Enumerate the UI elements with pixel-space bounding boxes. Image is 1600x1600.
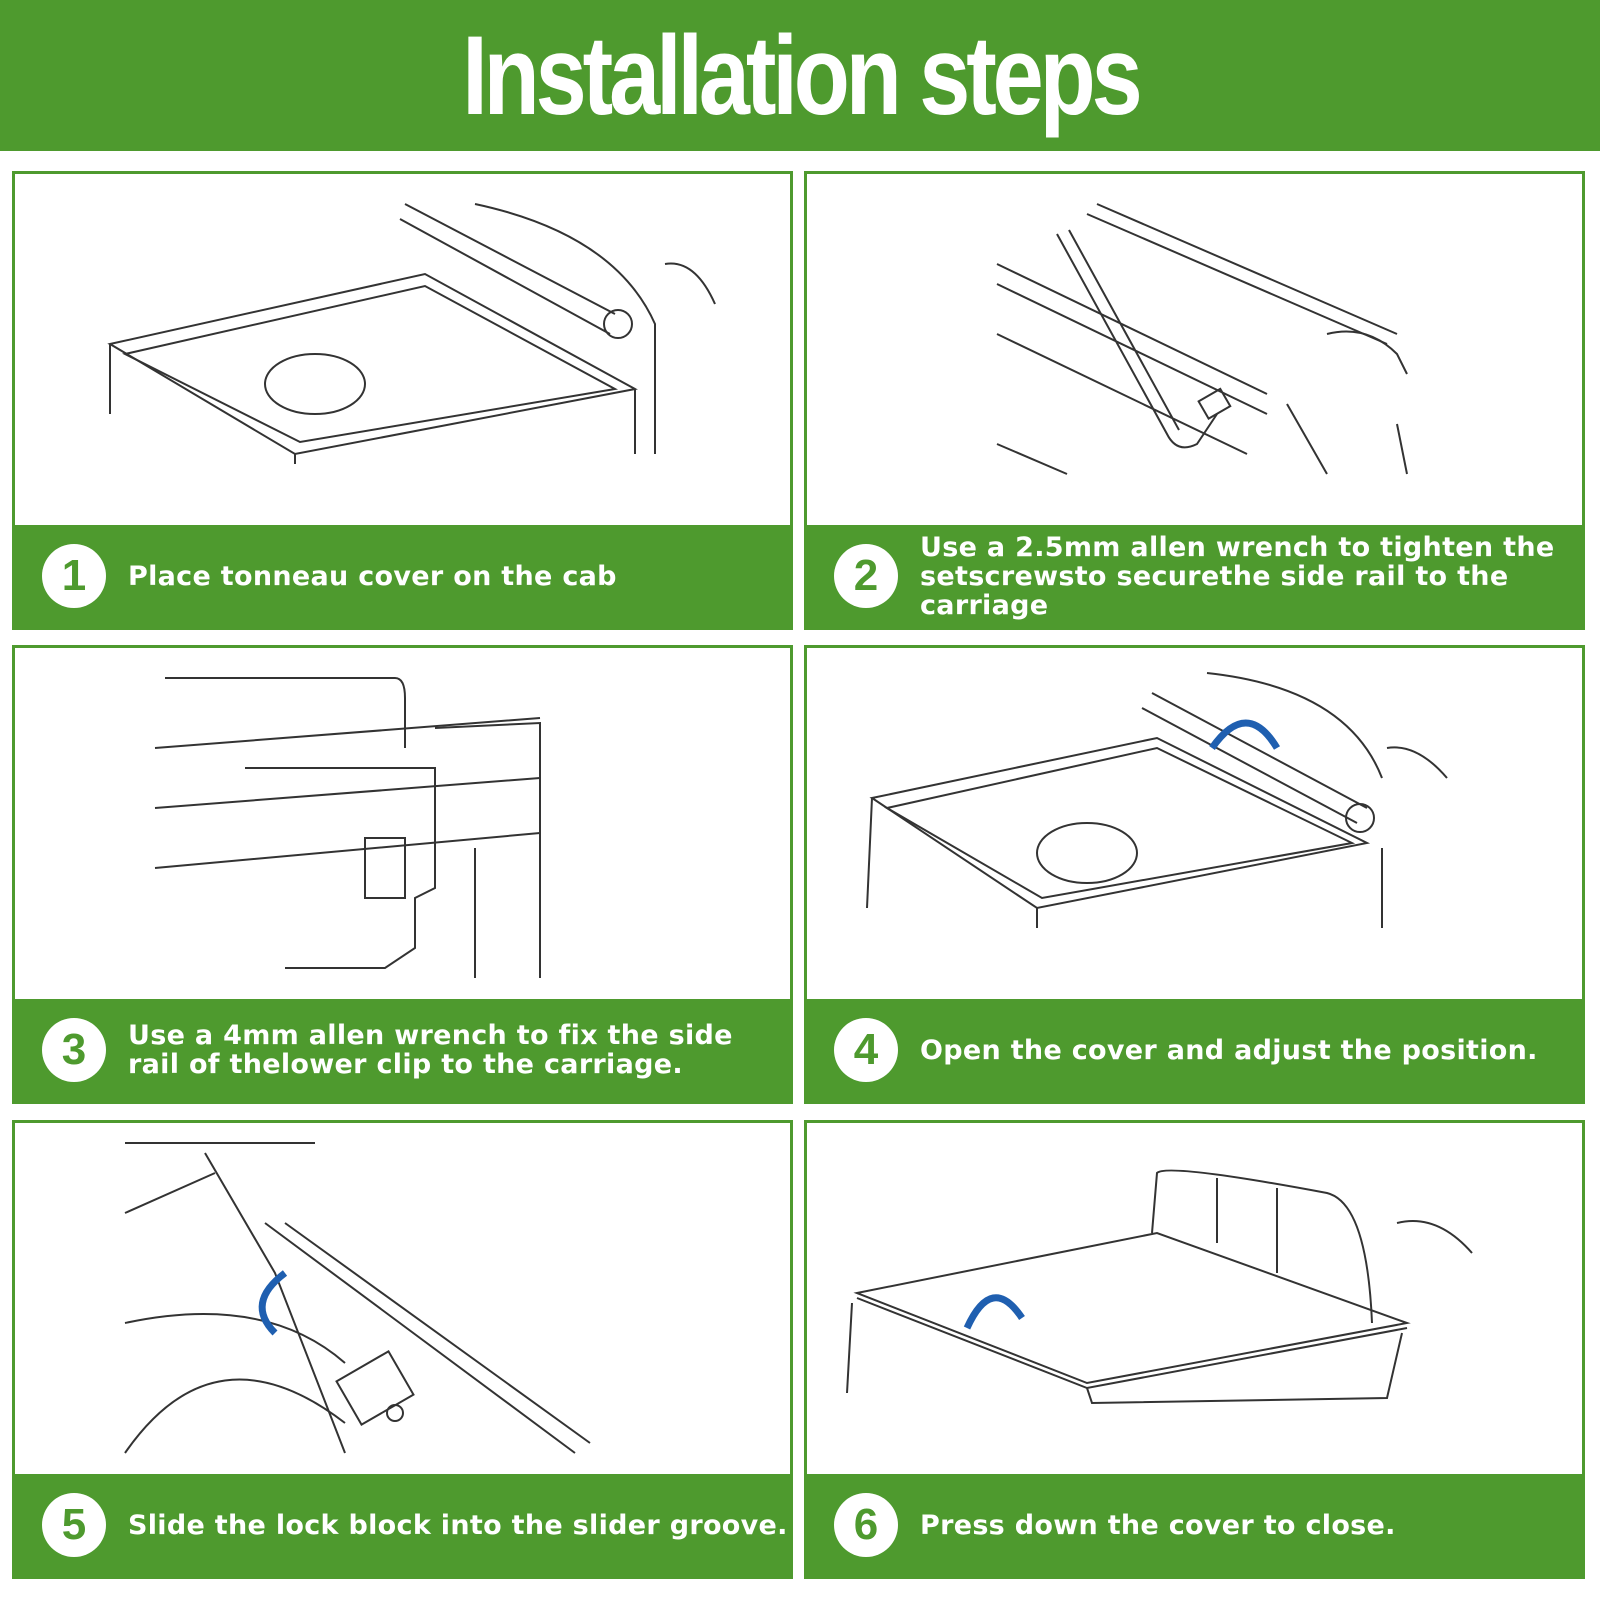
step-text: Use a 2.5mm allen wrench to tighten the …: [920, 531, 1555, 621]
step-1-panel: 1 Place tonneau cover on the cab: [12, 171, 793, 630]
step-2-panel: 2 Use a 2.5mm allen wrench to tighten th…: [804, 171, 1585, 630]
header-banner: Installation steps: [0, 0, 1600, 151]
step-2-caption: 2 Use a 2.5mm allen wrench to tighten th…: [807, 525, 1582, 627]
closed-cover-illustration: [846, 1169, 1473, 1405]
step-6-caption: 6 Press down the cover to close.: [807, 1474, 1582, 1576]
open-cover-adjust-illustration: [866, 672, 1448, 928]
step-text: Press down the cover to close.: [920, 1509, 1396, 1541]
step-5-panel: 5 Slide the lock block into the slider g…: [12, 1120, 793, 1579]
step-text: Place tonneau cover on the cab: [128, 560, 617, 592]
step-4-panel: 4 Open the cover and adjust the position…: [804, 645, 1585, 1104]
page-title: Installation steps: [461, 12, 1142, 138]
step-4-caption: 4 Open the cover and adjust the position…: [807, 999, 1582, 1101]
step-3-panel: 3 Use a 4mm allen wrench to fix the side…: [12, 645, 793, 1104]
step-6-panel: 6 Press down the cover to close.: [804, 1120, 1585, 1579]
truck-bed-rolled-cover-illustration: [107, 203, 716, 464]
allen-wrench-side-rail-illustration: [996, 203, 1408, 475]
step-number-badge: 5: [42, 1493, 106, 1557]
step-number-badge: 2: [834, 544, 898, 608]
step-number-badge: 4: [834, 1018, 898, 1082]
step-5-caption: 5 Slide the lock block into the slider g…: [15, 1474, 790, 1576]
lock-block-slider-illustration: [124, 1142, 591, 1454]
lower-clip-wrench-illustration: [154, 677, 541, 978]
step-text: Open the cover and adjust the position.: [920, 1034, 1538, 1066]
rotate-arrow-icon: [1209, 719, 1281, 751]
step-3-caption: 3 Use a 4mm allen wrench to fix the side…: [15, 999, 790, 1101]
step-number-badge: 1: [42, 544, 106, 608]
step-text: Slide the lock block into the slider gro…: [128, 1509, 788, 1541]
step-number-badge: 6: [834, 1493, 898, 1557]
step-number-badge: 3: [42, 1018, 106, 1082]
step-text: Use a 4mm allen wrench to fix the side r…: [128, 1020, 733, 1080]
step-1-caption: 1 Place tonneau cover on the cab: [15, 525, 790, 627]
rotate-arrow-icon: [963, 1294, 1025, 1330]
rotate-arrow-icon: [258, 1270, 288, 1336]
